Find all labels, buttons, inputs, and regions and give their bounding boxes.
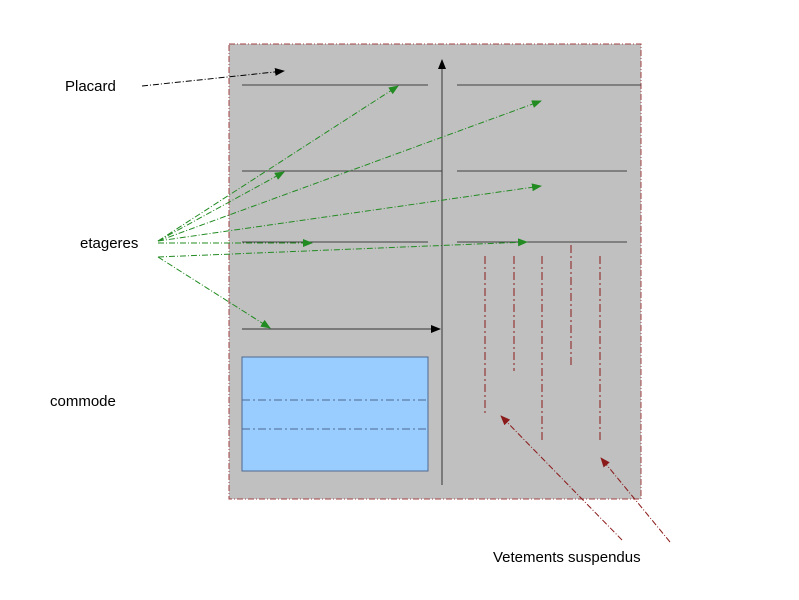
etagere-arrow-6 xyxy=(157,238,528,258)
vetements-arrow-1 xyxy=(500,415,623,541)
left-shelves xyxy=(242,84,442,243)
label-vetements-suspendus: Vetements suspendus xyxy=(493,549,641,566)
hanging-clothes xyxy=(484,245,601,443)
etagere-arrow-2 xyxy=(157,100,542,242)
etageres-arrows xyxy=(157,85,542,329)
etagere-arrow-7 xyxy=(157,256,271,329)
placard-pointer-arrow xyxy=(141,67,285,87)
vetements-arrow-2 xyxy=(600,457,671,543)
etagere-arrow-4 xyxy=(157,183,542,242)
label-etageres: etageres xyxy=(80,235,138,252)
etagere-arrow-3 xyxy=(157,171,285,242)
vetements-arrows xyxy=(500,415,671,543)
commode-box xyxy=(241,356,429,472)
label-placard: Placard xyxy=(65,78,116,95)
etagere-arrow-1 xyxy=(157,85,399,242)
label-commode: commode xyxy=(50,393,116,410)
right-shelves xyxy=(457,84,641,243)
